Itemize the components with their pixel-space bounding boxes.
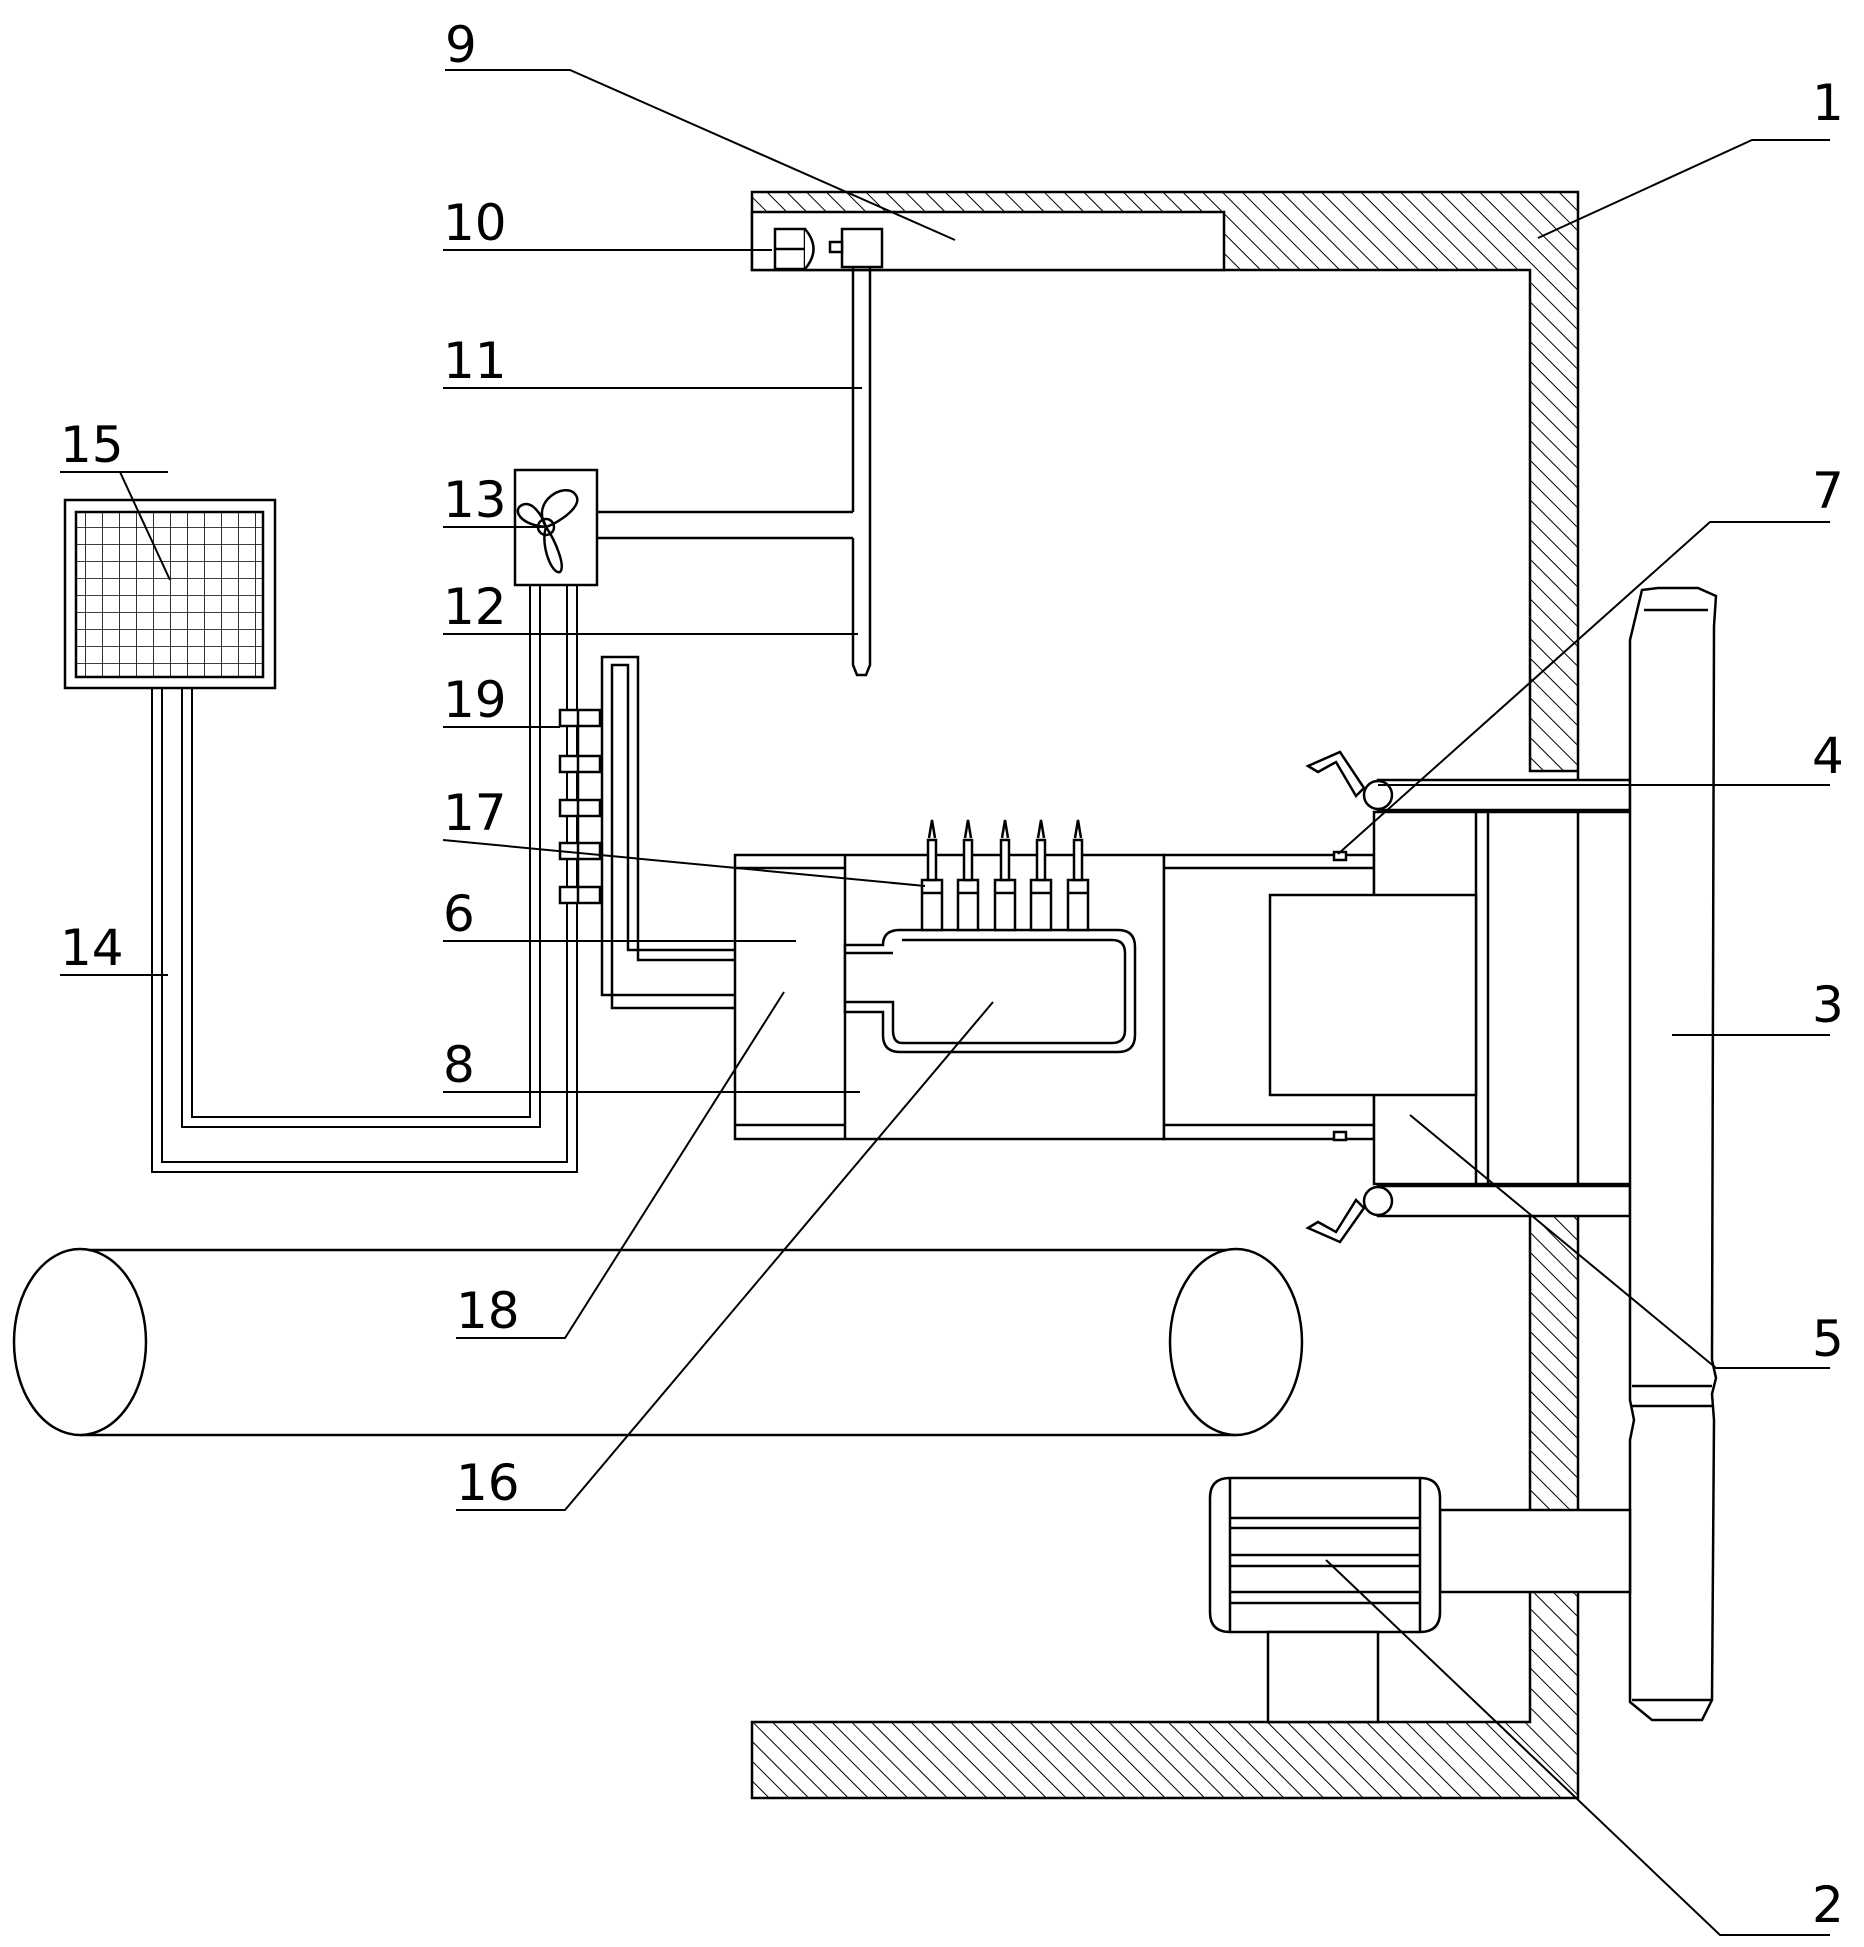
- label-19: 19: [443, 671, 507, 729]
- label-14: 14: [60, 919, 124, 977]
- leader-lines: [60, 69, 1830, 1936]
- conveyor-belt: [12, 1247, 1304, 1437]
- label-2: 2: [1812, 1876, 1844, 1934]
- pipe-18: [600, 655, 883, 1010]
- label-10: 10: [443, 194, 507, 252]
- label-15: 15: [60, 416, 124, 474]
- nozzles-19: [558, 708, 602, 905]
- frame-1: [750, 190, 1580, 1800]
- body-6-8: [733, 853, 1166, 1141]
- plate-3: [1628, 586, 1718, 1722]
- label-18: 18: [456, 1282, 520, 1340]
- label-4: 4: [1812, 727, 1844, 785]
- label-7: 7: [1812, 462, 1844, 520]
- housing-5: [1162, 810, 1630, 1186]
- label-1: 1: [1812, 74, 1844, 132]
- labels: 9 10 11 13 12 19 17 6 8 14 15 18 16 1 7 …: [60, 16, 1844, 1934]
- label-9: 9: [445, 16, 477, 74]
- label-16: 16: [456, 1454, 520, 1512]
- label-13: 13: [443, 471, 507, 529]
- component-10: [773, 227, 884, 271]
- label-8: 8: [443, 1036, 475, 1094]
- solar-panel-15: [63, 498, 277, 690]
- label-3: 3: [1812, 976, 1844, 1034]
- label-11: 11: [443, 332, 507, 390]
- label-17: 17: [443, 784, 507, 842]
- atomizers-17: [920, 819, 1090, 932]
- top-chamber-9: [750, 210, 1226, 272]
- pipe-11-12: [597, 267, 872, 677]
- label-12: 12: [443, 578, 507, 636]
- label-6: 6: [443, 885, 475, 943]
- motor-2: [1208, 1476, 1632, 1724]
- label-5: 5: [1812, 1310, 1844, 1368]
